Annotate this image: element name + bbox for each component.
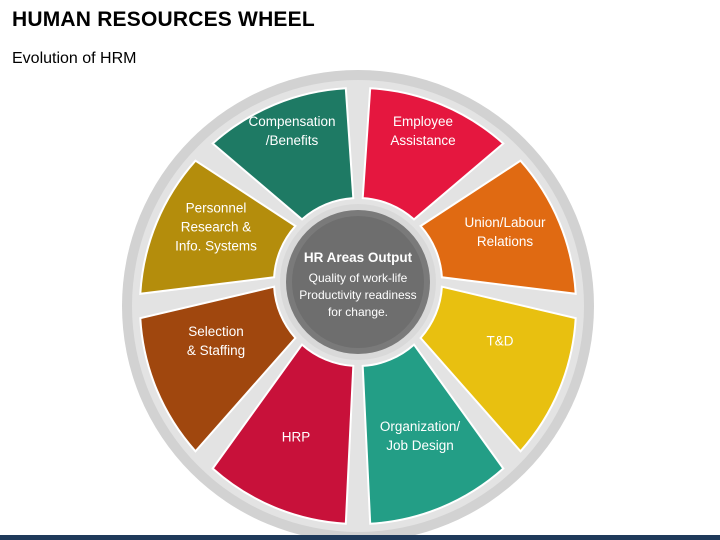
- segment-label-personnel-line-2: Research &: [181, 220, 252, 235]
- center-hub: [292, 216, 424, 348]
- segment-label-organization-line-1: Organization/: [380, 419, 461, 434]
- segment-employee-assistance: [361, 87, 505, 221]
- labels-layer: Compensation/Benefits EmployeeAssistanceU…: [175, 114, 546, 453]
- segment-label-employee-assistance-line-2: Assistance: [390, 133, 455, 148]
- segment-selection: [139, 285, 297, 453]
- segment-personnel: [139, 159, 297, 295]
- center-line-1: Quality of work-life: [309, 271, 408, 285]
- center-line-2: Productivity readiness: [299, 288, 416, 302]
- center-title: HR Areas Output: [304, 250, 413, 265]
- segment-label-employee-assistance-line-1: Employee: [393, 114, 453, 129]
- segment-label-personnel-line-1: Personnel: [186, 201, 247, 216]
- segment-organization: [361, 343, 505, 525]
- segment-label-union-labour-line-1: Union/Labour: [464, 215, 546, 230]
- segments-layer: [139, 87, 577, 525]
- segment-label-selection-line-1: Selection: [188, 324, 244, 339]
- segment-label-compensation-line-1: Compensation: [248, 114, 335, 129]
- page-title: HUMAN RESOURCES WHEEL: [12, 8, 315, 31]
- segment-label-organization-line-2: Job Design: [386, 438, 454, 453]
- segment-label-union-labour-line-2: Relations: [477, 234, 534, 249]
- page-subtitle: Evolution of HRM: [12, 50, 137, 67]
- segment-union-labour: [419, 159, 577, 295]
- segment-label-td-line-1: T&D: [487, 334, 514, 349]
- segment-hrp: [211, 343, 355, 525]
- center-line-3: for change.: [328, 305, 388, 319]
- segment-label-compensation-line-2: /Benefits: [266, 133, 319, 148]
- segment-compensation: [211, 87, 355, 221]
- segment-label-personnel-line-3: Info. Systems: [175, 239, 257, 254]
- segment-label-selection-line-2: & Staffing: [187, 343, 245, 358]
- segment-td: [419, 285, 577, 453]
- footer-bar: [0, 535, 720, 540]
- segment-label-hrp-line-1: HRP: [282, 430, 311, 445]
